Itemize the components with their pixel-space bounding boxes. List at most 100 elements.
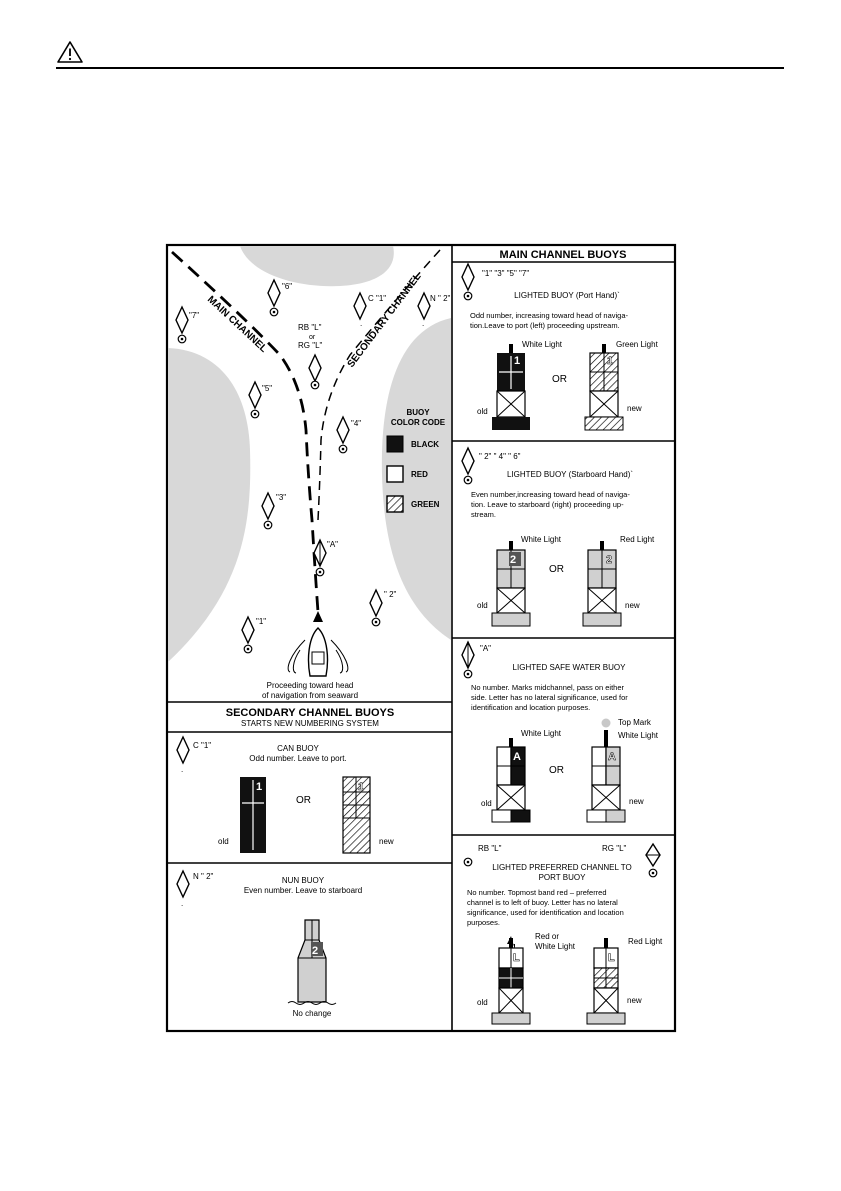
map-b3-text: "3"	[276, 493, 286, 502]
secondary-nun-label-text: N " 2"	[193, 872, 214, 881]
secondary-nun-caption-text: No change	[293, 1009, 332, 1018]
main-new-text: new	[627, 404, 642, 413]
buoy-3-marker	[261, 492, 275, 520]
svg-text:.: .	[181, 765, 183, 774]
map-legend-green-text: GREEN	[411, 500, 440, 509]
main-preferred-letter-text: L	[608, 952, 615, 964]
map-legend-title-1-text: BUOY	[406, 408, 430, 417]
map-n2-text: N " 2"	[430, 294, 451, 303]
nun-buoy-section: . N " 2" NUN BUOY Even number. Leave to …	[176, 870, 362, 1018]
main-preferred-label-right-text: RG "L"	[602, 844, 627, 853]
main-preferred-label-left-text: RB "L"	[478, 844, 502, 853]
map-bA-text: "A"	[327, 540, 338, 549]
boat-icon	[287, 627, 349, 677]
main-preferred-desc-4-text: purposes.	[467, 918, 500, 927]
secondary-old-text: old	[218, 837, 229, 846]
map-b5-text: "5"	[262, 384, 272, 393]
channel-map: MAIN CHANNEL SECONDARY CHANNEL RB "L" or…	[168, 246, 451, 700]
color-code-legend: BUOY COLOR CODE BLACK RED GREEN	[386, 408, 446, 513]
starboard-buoy-new: 2	[582, 541, 622, 627]
secondary-or-text: OR	[296, 795, 311, 806]
main-or-text: OR	[552, 374, 567, 385]
buoy-5-marker	[248, 381, 262, 409]
nun-buoy: 2	[287, 919, 337, 1005]
map-rg-l-text: RG "L"	[298, 341, 323, 350]
safe-water-section: "A" LIGHTED SAFE WATER BUOY No number. M…	[461, 641, 659, 823]
main-old-text: old	[477, 407, 488, 416]
main-or-text: OR	[549, 765, 564, 776]
main-safe-letter-text: A	[608, 751, 616, 763]
main-port-num-text: 1	[607, 355, 613, 367]
direction-arrow	[313, 611, 323, 622]
land-left	[168, 348, 251, 662]
main-preferred-desc-2-text: channel is to left of buoy. Letter has n…	[467, 898, 618, 907]
main-new-text: new	[625, 601, 640, 610]
can-buoy-section: . C "1" CAN BUOY Odd number. Leave to po…	[176, 736, 394, 854]
buoy-7-marker	[175, 306, 189, 334]
main-preferred-title-1-text: LIGHTED PREFERRED CHANNEL TO	[492, 863, 631, 872]
main-starboard-desc-3-text: stream.	[471, 510, 496, 519]
buoy-c1-marker	[353, 292, 367, 320]
main-safe-light-old-text: White Light	[521, 729, 562, 738]
secondary-new-text: new	[379, 837, 394, 846]
port-buoy-new: 1	[584, 344, 624, 431]
main-safe-title-text: LIGHTED SAFE WATER BUOY	[513, 663, 627, 672]
main-starboard-title-text: LIGHTED BUOY (Starboard Hand)`	[507, 470, 633, 479]
svg-text:.: .	[360, 319, 362, 328]
buoy-rb-l-marker	[308, 354, 322, 382]
main-new-text: new	[627, 996, 642, 1005]
main-starboard-light-old-text: White Light	[521, 535, 562, 544]
buoy-6-marker	[267, 279, 281, 307]
main-safe-desc-3-text: identification and location purposes.	[471, 703, 590, 712]
warning-triangle-icon	[57, 41, 83, 63]
secondary-can-title-text: CAN BUOY	[277, 744, 319, 753]
main-safe-desc-1-text: No number. Marks midchannel, pass on eit…	[471, 683, 624, 692]
main-preferred-letter-text: L	[513, 952, 520, 964]
starboard-buoy-old: 2	[491, 541, 531, 627]
buoy-1-marker	[241, 616, 255, 644]
main-port-label-text: "1" "3" "5" "7"	[482, 269, 529, 278]
main-preferred-light-new-text: Red Light	[628, 937, 663, 946]
main-starboard-desc-1-text: Even number,increasing toward head of na…	[471, 490, 630, 499]
secondary-nun-desc-text: Even number. Leave to starboard	[244, 886, 362, 895]
main-preferred-desc-3-text: significance, used for identification an…	[467, 908, 624, 917]
map-b1-text: "1"	[256, 617, 266, 626]
main-title: MAIN CHANNEL BUOYS	[500, 249, 627, 261]
main-preferred-desc-1-text: No number. Topmost band red – preferred	[467, 888, 607, 897]
map-rb-l-text: RB "L"	[298, 323, 322, 332]
main-old-text: old	[481, 799, 492, 808]
land-top	[240, 246, 394, 287]
main-port-num-text: 1	[514, 355, 520, 367]
secondary-can-num-text: 1	[256, 781, 262, 793]
land-right	[381, 318, 451, 640]
main-safe-light-new-text: White Light	[618, 731, 659, 740]
main-channel-line	[171, 250, 320, 613]
main-or-text: OR	[549, 564, 564, 575]
main-port-light-old-text: White Light	[522, 340, 563, 349]
map-b6-text: "6"	[282, 282, 292, 291]
can-buoy-new: 1	[342, 776, 371, 854]
map-b2-text: " 2"	[384, 590, 397, 599]
main-safe-letter-text: A	[513, 751, 521, 763]
svg-text:.: .	[181, 899, 183, 908]
main-safe-label-text: "A"	[480, 644, 491, 653]
main-port-light-new-text: Green Light	[616, 340, 659, 349]
main-preferred-title-2-text: PORT BUOY	[539, 873, 586, 882]
main-starboard-desc-2-text: tion. Leave to starboard (right) proceed…	[471, 500, 624, 509]
main-preferred-light-old-1-text: Red or	[535, 932, 559, 941]
main-port-title-text: LIGHTED BUOY (Port Hand)`	[514, 291, 620, 300]
secondary-can-label-text: C "1"	[193, 741, 211, 750]
secondary-nun-title-text: NUN BUOY	[282, 876, 325, 885]
safe-water-buoy-new: A	[586, 730, 626, 823]
main-safe-desc-2-text: side. Letter has no lateral significance…	[471, 693, 628, 702]
map-proceeding-2-text: of navigation from seaward	[262, 691, 358, 700]
header-rule	[56, 67, 784, 69]
map-or-text: or	[309, 334, 316, 341]
svg-text:.: .	[422, 319, 424, 328]
preferred-channel-section: RB "L" RG "L" LIGHTED PREFERRED CHANNEL …	[463, 842, 663, 1025]
map-c1-text: C "1"	[368, 294, 386, 303]
map-legend-title-2-text: COLOR CODE	[391, 418, 446, 427]
main-port-desc-2-text: tion.Leave to port (left) proceeding ups…	[470, 321, 620, 330]
main-safe-top-mark-text: Top Mark	[618, 718, 652, 727]
